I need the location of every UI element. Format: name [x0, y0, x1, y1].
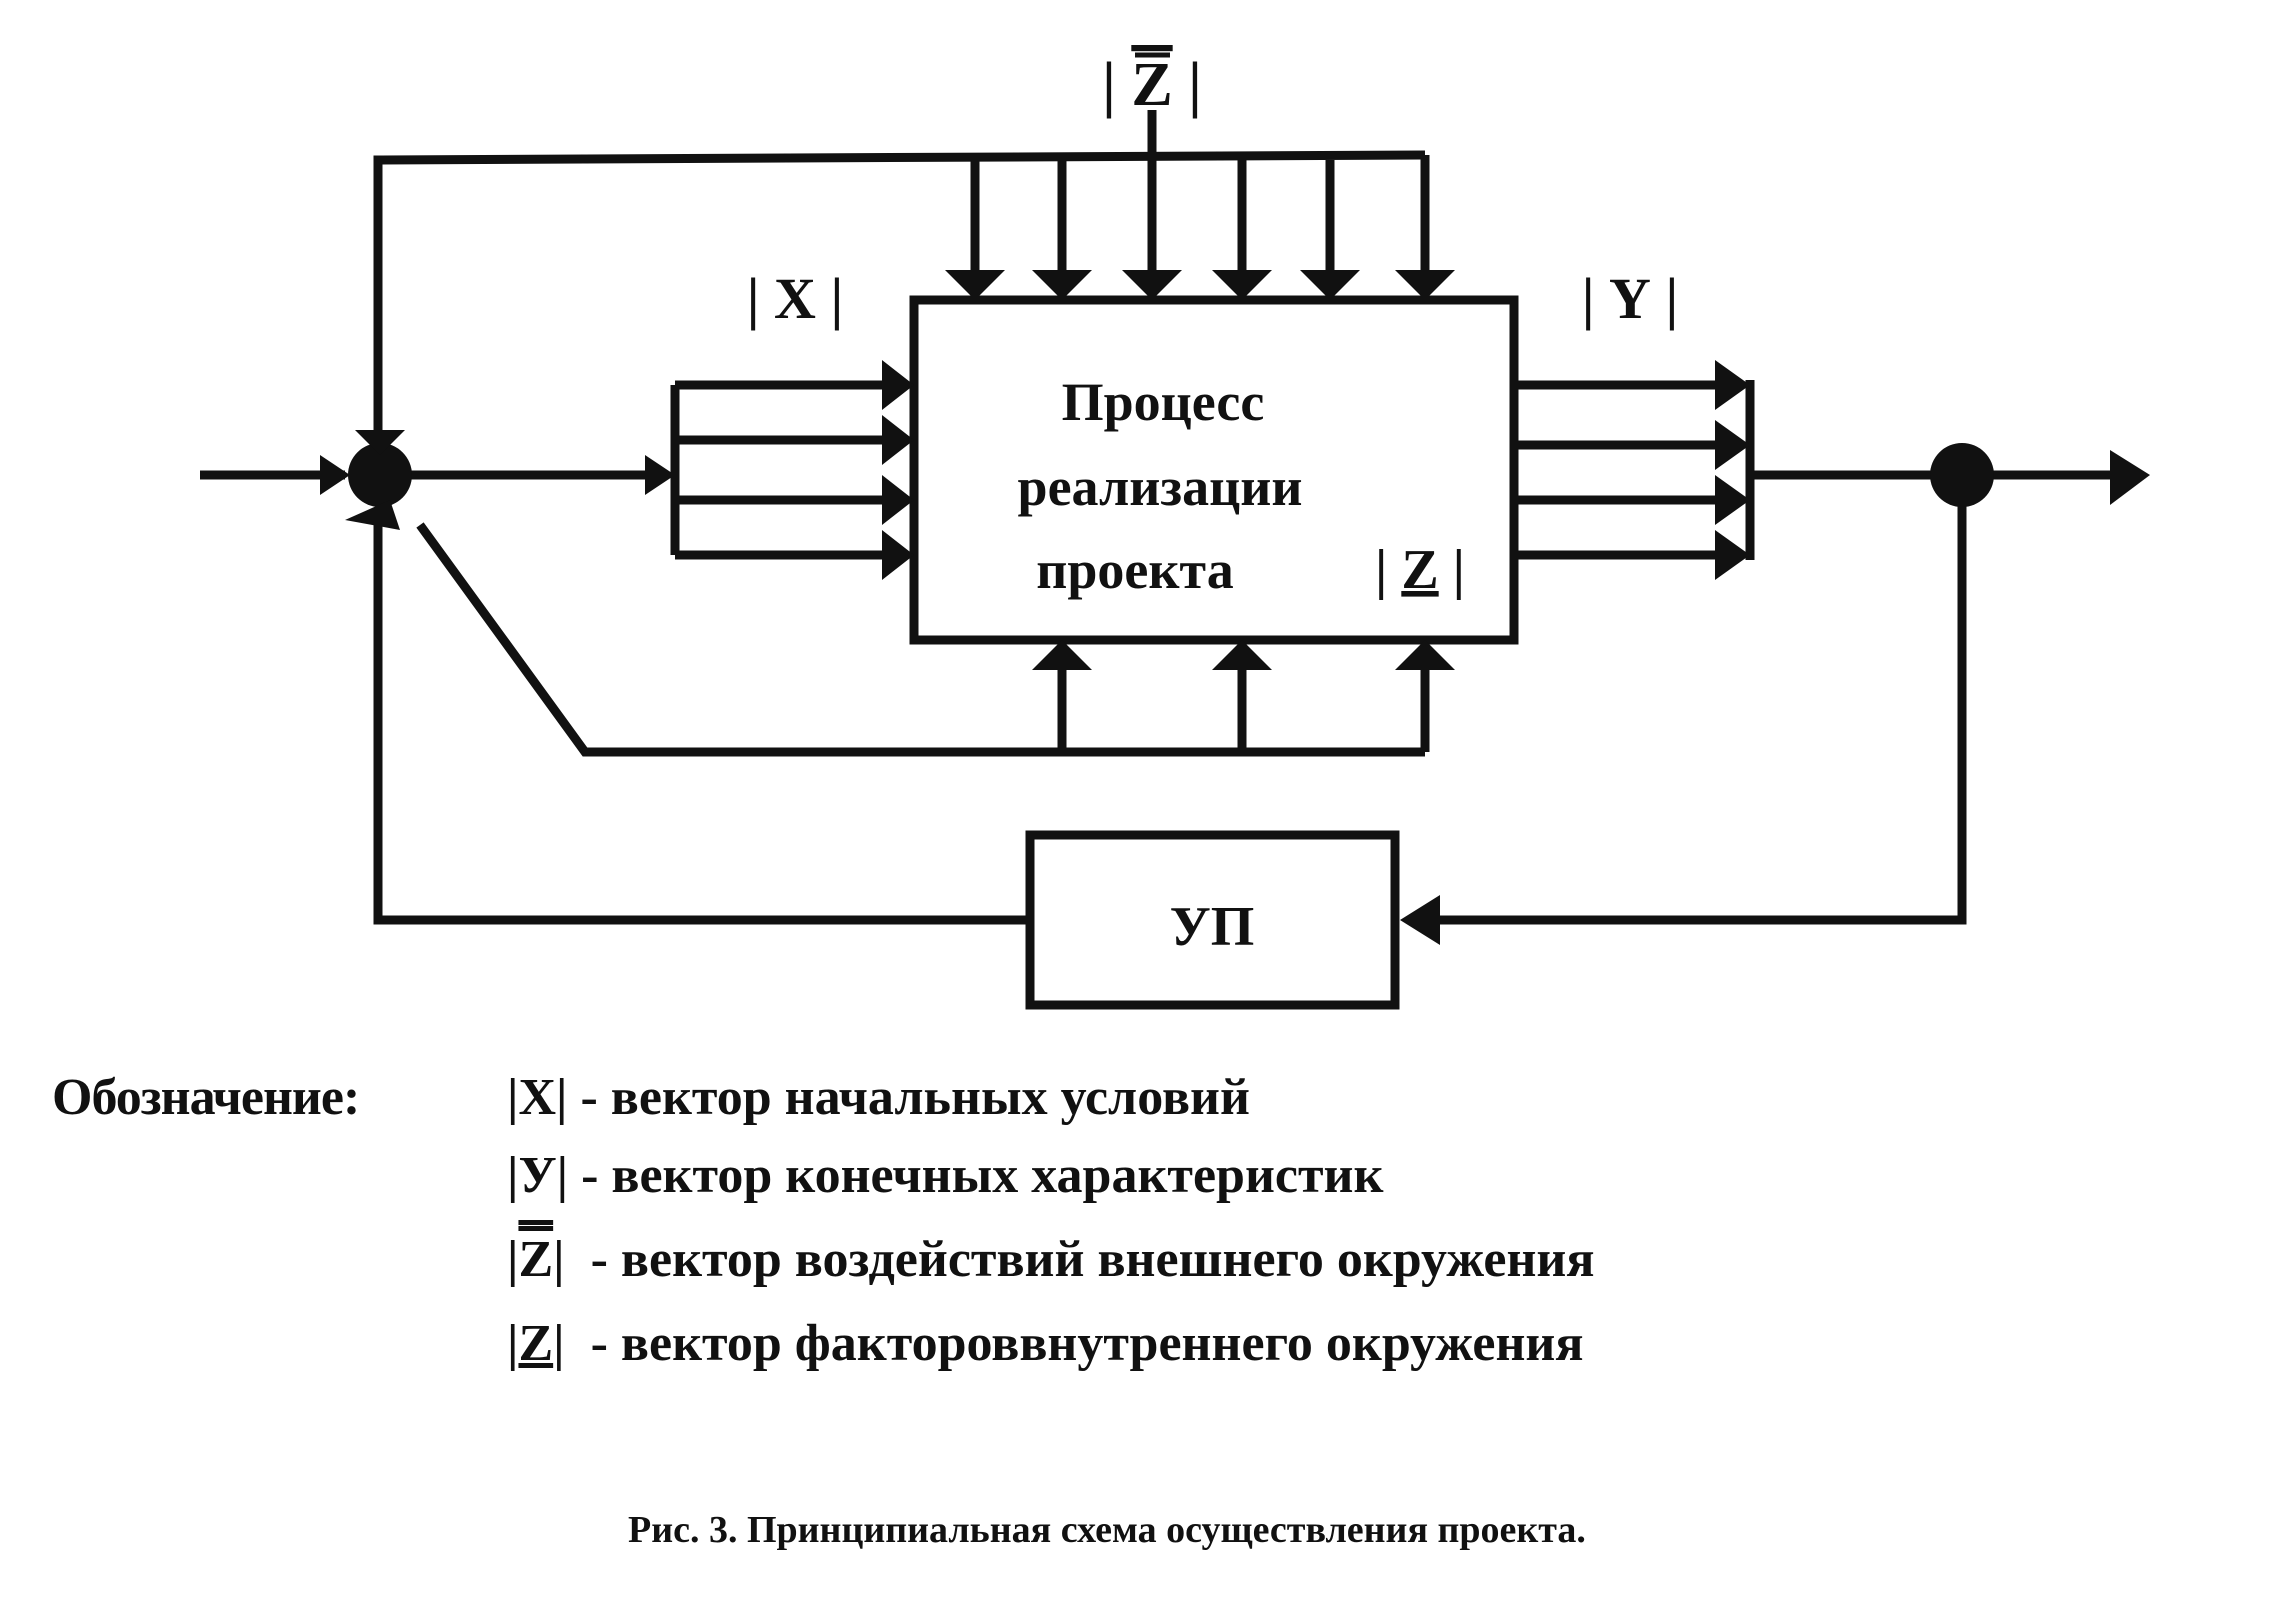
legend-symbol: |X| — [507, 1069, 568, 1126]
legend-symbol: |Z| — [507, 1315, 565, 1372]
legend-text: - вектор фактороввнутреннего окружения — [590, 1315, 1584, 1372]
process-line-2: реализации — [1018, 457, 1303, 517]
process-box — [909, 295, 1519, 645]
block-diagram: | Z | Процесс реализации проекта | Z | |… — [200, 51, 2150, 1010]
controller-input-arrow — [1400, 895, 1440, 945]
top-bus — [373, 110, 1430, 440]
controller-label: УП — [1170, 896, 1255, 958]
summing-bottom-arrow — [345, 500, 400, 530]
legend-item: |У| - вектор конечных характеристик — [507, 1146, 1383, 1205]
bottom-arrowheads — [1032, 640, 1455, 670]
figure-caption: Рис. 3. Принципиальная схема осуществлен… — [628, 1509, 1586, 1551]
external-symbol: Z — [1131, 51, 1172, 119]
legend-text: - вектор конечных характеристик — [581, 1147, 1384, 1204]
legend-item: |Z| - вектор воздействий внешнего окруже… — [507, 1230, 1595, 1289]
legend-text: - вектор воздействий внешнего окружения — [590, 1231, 1595, 1288]
external-vector-label: | Z | — [1102, 51, 1202, 119]
output-arrowheads — [1715, 360, 2150, 580]
summing-node — [348, 443, 412, 507]
internal-vector-label: | Z | — [1375, 539, 1465, 601]
input-bus — [200, 380, 900, 560]
input-vector-label: | X | — [747, 266, 843, 331]
legend-title: Обозначение: — [52, 1069, 360, 1126]
legend-symbol: |Z| — [507, 1231, 565, 1288]
legend-item: |X| - вектор начальных условий — [507, 1068, 1250, 1127]
process-line-1: Процесс — [1062, 372, 1265, 432]
controller-loop — [373, 505, 1967, 925]
top-arrowheads — [945, 270, 1455, 300]
input-arrowheads — [320, 360, 914, 580]
summing-top-arrow — [355, 430, 405, 455]
legend-text: - вектор начальных условий — [580, 1069, 1250, 1126]
bottom-bus — [416, 522, 1430, 757]
output-bus — [1514, 380, 2120, 560]
output-vector-label: | Y | — [1582, 266, 1678, 331]
legend-item: |Z| - вектор фактороввнутреннего окружен… — [507, 1314, 1584, 1373]
branch-node — [1930, 443, 1994, 507]
controller-box — [1025, 830, 1400, 1010]
internal-symbol: Z — [1401, 539, 1438, 601]
process-line-3: проекта — [1036, 540, 1233, 600]
legend-symbol: |У| — [507, 1147, 569, 1204]
